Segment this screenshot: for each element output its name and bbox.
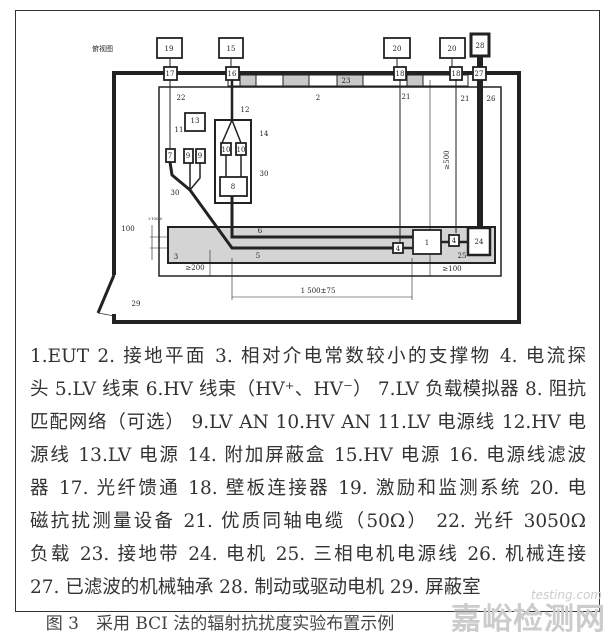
- label-16: 16: [228, 70, 237, 78]
- label-29: 29: [132, 300, 141, 308]
- box-8: [219, 176, 248, 197]
- connector-18b: [449, 66, 463, 81]
- label-9b: 9: [198, 152, 202, 160]
- label-21b: 21: [461, 95, 470, 103]
- connector-16: [225, 66, 240, 81]
- dim-min-left: ≥200: [185, 264, 204, 272]
- connector-27: [472, 66, 487, 81]
- figure-frame: [15, 10, 600, 612]
- connector-18: [393, 66, 407, 81]
- view-label: 俯视图: [92, 44, 113, 53]
- dim-min-right: ≥100: [442, 265, 461, 273]
- legend-line: 头 5.LV 线束 6.HV 线束（HV⁺、HV⁻） 7.LV 负载模拟器 8.…: [30, 379, 586, 400]
- ground-plane: [158, 86, 502, 277]
- label-2: 2: [316, 94, 320, 102]
- label-10b: 10: [237, 146, 246, 154]
- low-permittivity-support: [167, 226, 496, 264]
- legend-line: 负载 23. 接地带 24. 电机 25. 三相电机电源线 26. 机械连接: [30, 544, 586, 565]
- label-1: 1: [425, 239, 429, 247]
- label-9: 9: [186, 152, 190, 160]
- box-20: [383, 37, 411, 59]
- probe-4b: [448, 234, 460, 247]
- label-13: 13: [191, 117, 200, 125]
- legend-line: 匹配网络（可选） 9.LV AN 10.HV AN 11.LV 电源线 12.H…: [30, 412, 586, 433]
- label-20b: 20: [448, 45, 457, 53]
- test-setup-diagram: 俯视图 19 15 20 20 28 17 16 18 18 27 23 22 …: [92, 32, 521, 324]
- label-28: 28: [476, 42, 485, 50]
- label-30: 30: [260, 170, 269, 178]
- shielded-room-wall: [112, 71, 521, 324]
- legend-line: 1.EUT 2. 接地平面 3. 相对介电常数较小的支撑物 4. 电流探: [30, 346, 586, 367]
- label-19: 19: [165, 45, 174, 53]
- label-14: 14: [260, 130, 269, 138]
- box-7: [165, 148, 176, 163]
- label-18: 18: [396, 70, 405, 78]
- label-22: 22: [177, 94, 186, 102]
- label-30b: 30: [171, 189, 180, 197]
- probe-4: [392, 242, 404, 254]
- box-15: [218, 37, 244, 59]
- hv-harness: [230, 196, 413, 239]
- label-21: 21: [402, 93, 411, 101]
- box-9b: [195, 148, 206, 164]
- label-4b: 4: [452, 237, 457, 245]
- label-17: 17: [166, 70, 175, 78]
- label-12: 12: [241, 106, 250, 114]
- legend: 1.EUT 2. 接地平面 3. 相对介电常数较小的支撑物 4. 电流探 头 5…: [30, 342, 586, 606]
- label-7: 7: [168, 152, 172, 160]
- label-23: 23: [342, 77, 351, 85]
- label-20: 20: [393, 45, 402, 53]
- box-28: [469, 32, 491, 58]
- box-20b: [439, 37, 466, 59]
- label-18b: 18: [452, 70, 461, 78]
- dim-min-vertical: ≥500: [443, 150, 451, 169]
- watermark: 嘉峪检测网: [451, 602, 606, 637]
- legend-line: 器 17. 光纤馈通 18. 壁板连接器 19. 激励和监测系统 20. 电: [30, 478, 586, 499]
- box-19: [156, 37, 183, 59]
- figure-caption: 图 3 采用 BCI 法的辐射抗扰度实验布置示例: [45, 614, 395, 634]
- shield-box: [214, 119, 252, 204]
- label-24: 24: [475, 238, 484, 246]
- label-3: 3: [174, 253, 178, 261]
- box-10: [220, 142, 232, 156]
- label-25: 25: [458, 252, 467, 260]
- label-15: 15: [227, 45, 236, 53]
- label-26: 26: [487, 95, 496, 103]
- label-27: 27: [475, 70, 484, 78]
- dim-length: 1 500±75: [301, 287, 336, 295]
- box-10b: [235, 142, 247, 156]
- connector-17: [163, 66, 178, 81]
- watermark-url: testing.com: [530, 588, 602, 602]
- legend-line: 磁抗扰测量设备 21. 优质同轴电缆（50Ω） 22. 光纤 3050Ω: [30, 511, 586, 532]
- dim-height: 100: [121, 225, 134, 233]
- legend-line: 27. 已滤波的机械轴承 28. 制动或驱动电机 29. 屏蔽室: [30, 577, 481, 598]
- dim-height-tol: +100 0: [148, 216, 163, 221]
- label-5: 5: [256, 252, 260, 260]
- label-11: 11: [175, 126, 184, 134]
- eut: [412, 229, 442, 255]
- box-9: [183, 148, 194, 164]
- box-13: [184, 112, 206, 132]
- label-4: 4: [396, 245, 401, 253]
- legend-line: 源线 13.LV 电源 14. 附加屏蔽盒 15.HV 电源 16. 电源线滤波: [30, 445, 586, 466]
- label-10: 10: [222, 146, 231, 154]
- label-8: 8: [231, 183, 235, 191]
- shielded-room-door: [96, 274, 116, 314]
- motor-24: [466, 226, 492, 257]
- label-6: 6: [258, 227, 263, 235]
